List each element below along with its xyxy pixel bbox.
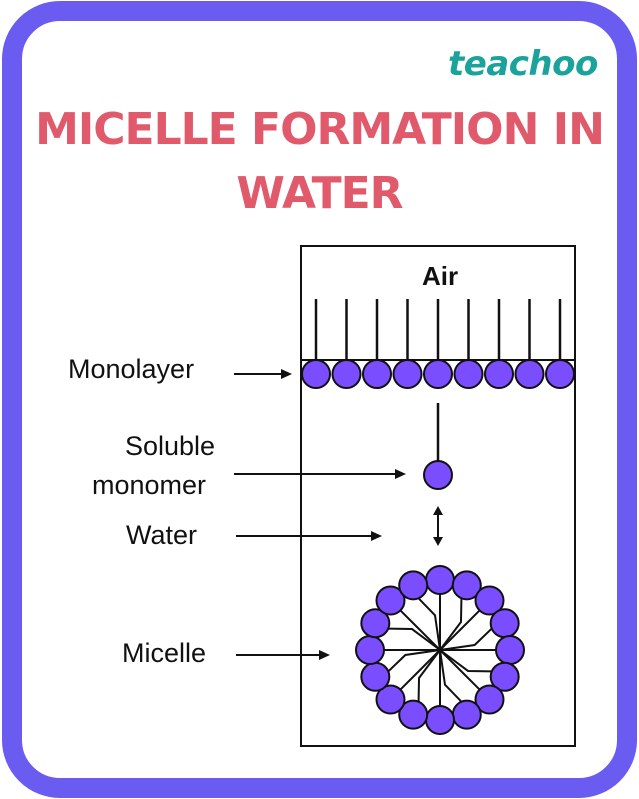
monolayer-head: [514, 359, 545, 389]
micelle-head: [398, 699, 429, 730]
water-arrowhead: [371, 531, 382, 541]
micelle-tail: [417, 597, 441, 651]
monolayer-head: [453, 359, 484, 389]
micelle-tail: [439, 649, 463, 703]
micelle-head: [474, 585, 505, 616]
monolayer-head: [331, 359, 362, 389]
monolayer-label: Monolayer: [68, 354, 195, 384]
micelle-label: Micelle: [122, 638, 207, 668]
micelle-head: [474, 684, 505, 715]
micelle-head: [451, 699, 482, 730]
micelle-tail: [439, 609, 481, 651]
micelle-tail: [439, 627, 493, 651]
micelle-head: [489, 608, 520, 639]
micelle-head: [355, 635, 385, 665]
page-title-line-2: WATER: [236, 168, 403, 219]
micelle-group: [355, 565, 525, 735]
monomer-label: monomer: [92, 470, 207, 500]
monomer-arrowhead: [395, 469, 406, 479]
micelle-head: [425, 705, 455, 735]
micelle-tail: [439, 649, 492, 673]
micelle-arrowhead: [319, 650, 330, 660]
micelle-tail: [439, 649, 481, 691]
micelle-head: [425, 565, 455, 595]
monolayer-head: [423, 359, 453, 389]
micelle-tail: [417, 649, 441, 702]
soluble-monomer-head: [423, 460, 453, 490]
monolayer-head: [362, 359, 392, 389]
page-title-line-1: MICELLE FORMATION IN: [35, 104, 605, 155]
micelle-head: [360, 608, 391, 639]
micelle-head: [360, 661, 391, 692]
micelle-tail: [399, 649, 441, 691]
micelle-tail: [399, 609, 441, 651]
micelle-head: [375, 684, 406, 715]
micelle-tail: [439, 598, 463, 651]
monolayer-group: [301, 299, 575, 389]
water-label: Water: [126, 520, 198, 550]
monolayer-head: [392, 359, 423, 389]
micelle-tail: [387, 649, 441, 673]
equilibrium-arrow-up: [433, 506, 443, 515]
micelle-tail: [388, 627, 441, 651]
water-container: [300, 245, 576, 747]
monolayer-head: [545, 359, 575, 389]
micelle-head: [489, 661, 520, 692]
monolayer-head: [484, 359, 514, 389]
equilibrium-arrow-down: [433, 537, 443, 546]
micelle-head: [495, 635, 525, 665]
micelle-head: [375, 585, 406, 616]
soluble-label: Soluble: [125, 431, 216, 461]
micelle-head: [451, 570, 482, 601]
monolayer-head: [301, 359, 331, 389]
air-label: Air: [422, 261, 458, 291]
monolayer-arrowhead: [281, 369, 292, 379]
brand-logo: teachoo: [448, 44, 598, 84]
micelle-head: [398, 570, 429, 601]
